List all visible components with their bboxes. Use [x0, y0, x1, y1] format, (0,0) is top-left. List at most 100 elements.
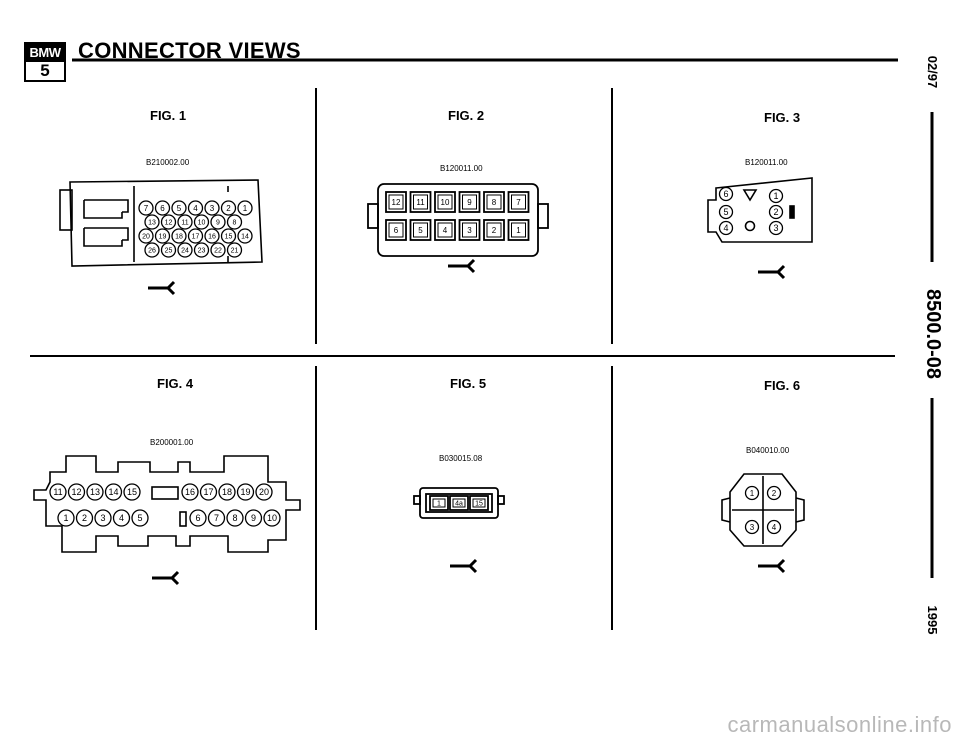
pin-17: 17 [199, 483, 218, 501]
pin-3: 3 [204, 200, 220, 216]
pin-14: 14 [104, 483, 123, 501]
svg-text:1: 1 [516, 226, 521, 235]
pin-2: 2 [220, 200, 237, 216]
pin-22: 22 [210, 242, 226, 258]
svg-text:6: 6 [394, 226, 399, 235]
pin-12: 12 [67, 483, 86, 501]
pin-4: 4 [766, 519, 782, 535]
pin-3: 3 [458, 219, 481, 241]
pin-24: 24 [177, 242, 193, 258]
pin-2: 2 [768, 204, 784, 220]
svg-text:20: 20 [259, 487, 269, 497]
svg-text:10: 10 [267, 513, 277, 523]
pin-6: 6 [154, 200, 171, 216]
svg-text:12: 12 [71, 487, 81, 497]
svg-text:9: 9 [216, 220, 220, 227]
svg-text:18: 18 [222, 487, 232, 497]
pin-8: 8 [226, 214, 243, 230]
svg-text:13: 13 [148, 220, 156, 227]
pin-5: 5 [171, 200, 187, 216]
pin-8: 8 [226, 509, 244, 527]
svg-text:15: 15 [225, 234, 233, 241]
svg-text:16: 16 [208, 234, 216, 241]
pin-17: 17 [187, 228, 204, 244]
pin-14: 14 [237, 228, 253, 244]
svg-text:19: 19 [159, 234, 167, 241]
svg-text:8: 8 [232, 513, 237, 523]
pin-25: 25 [160, 242, 177, 258]
pin-6: 6 [189, 509, 207, 527]
svg-text:7: 7 [516, 198, 521, 207]
pin-11: 11 [177, 214, 193, 230]
pin-10: 10 [263, 509, 281, 527]
pin-16: 16 [204, 228, 220, 244]
pin-9: 9 [210, 214, 226, 230]
svg-text:26: 26 [148, 248, 156, 255]
pin-23: 23 [193, 242, 210, 258]
svg-text:19: 19 [240, 487, 250, 497]
pin-15: 15 [123, 483, 141, 501]
pin-3: 3 [94, 509, 112, 527]
svg-text:4: 4 [193, 204, 198, 213]
pin-4: 4 [718, 220, 734, 236]
pin-4: 4 [434, 219, 456, 241]
fig5-key-mark [450, 558, 478, 574]
pin-1: 1 [429, 495, 449, 511]
svg-text:12: 12 [392, 198, 401, 207]
pin-9: 9 [458, 191, 481, 213]
pin-2: 2 [75, 509, 94, 527]
bmw-5-logo: BMW 5 [24, 42, 66, 82]
fig3-key-mark [758, 264, 786, 280]
fig3-title: FIG. 3 [764, 110, 801, 125]
pin-21: 21 [226, 242, 243, 258]
svg-text:9: 9 [251, 513, 256, 523]
fig1-code: B210002.00 [146, 158, 190, 167]
pin-11: 11 [409, 191, 432, 213]
pin-1: 1 [237, 200, 253, 216]
svg-text:14: 14 [241, 234, 249, 241]
svg-text:13: 13 [90, 487, 100, 497]
pin-19: 19 [154, 228, 171, 244]
pin-2: 2 [483, 219, 505, 241]
svg-text:1: 1 [437, 501, 441, 508]
svg-text:3: 3 [100, 513, 105, 523]
svg-text:3: 3 [750, 523, 755, 532]
fig2-title: FIG. 2 [448, 108, 485, 123]
fig5-connector [413, 487, 505, 519]
svg-text:6: 6 [195, 513, 200, 523]
pin-4: 4 [187, 200, 204, 216]
svg-text:2: 2 [772, 489, 777, 498]
fig1-title: FIG. 1 [150, 108, 187, 123]
svg-text:22: 22 [214, 248, 222, 255]
svg-text:25: 25 [165, 248, 173, 255]
fig6-connector [721, 473, 805, 547]
fig1-connector [59, 179, 263, 267]
logo-series: 5 [40, 61, 50, 80]
fig2-key-mark [448, 258, 476, 274]
svg-text:24: 24 [181, 248, 189, 255]
fig4-key-mark [152, 570, 180, 586]
svg-text:7: 7 [144, 204, 149, 213]
fig2-code: B120011.00 [440, 164, 483, 173]
pin-5: 5 [718, 204, 734, 220]
pin-1: 1 [768, 188, 784, 204]
pin-15: 15 [220, 228, 237, 244]
pin-2: 2 [766, 485, 782, 501]
svg-text:18: 18 [175, 234, 183, 241]
svg-text:4: 4 [772, 523, 777, 532]
fig5-title: FIG. 5 [450, 376, 487, 391]
pin-13: 13 [86, 483, 104, 501]
logo-brand: BMW [26, 44, 64, 62]
svg-text:20: 20 [142, 234, 150, 241]
pin-20: 20 [138, 228, 154, 244]
pin-19: 19 [236, 483, 255, 501]
svg-text:4: 4 [723, 223, 728, 233]
pin-7: 7 [138, 200, 154, 216]
svg-text:15: 15 [475, 501, 483, 508]
fig1-key-mark [148, 280, 176, 296]
pin-4: 4 [112, 509, 131, 527]
svg-text:17: 17 [203, 487, 213, 497]
svg-text:1: 1 [63, 513, 68, 523]
pin-7: 7 [207, 509, 226, 527]
pin-16: 16 [181, 483, 199, 501]
